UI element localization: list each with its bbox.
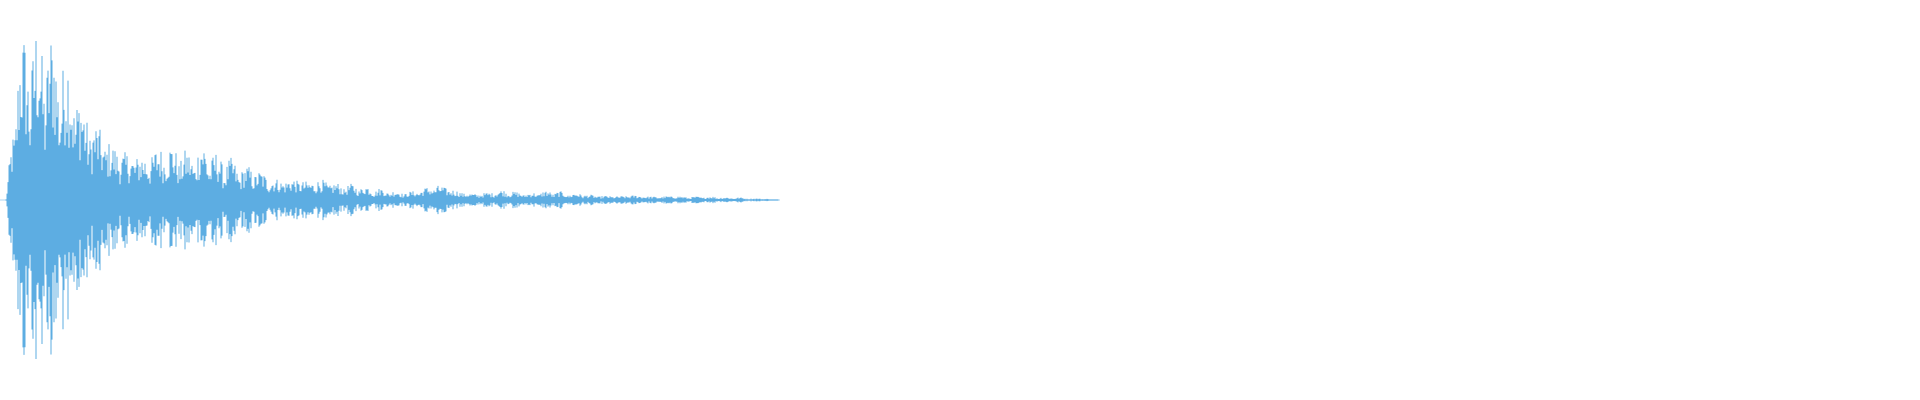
- waveform-path: [5, 41, 779, 359]
- waveform-samples: [5, 41, 779, 359]
